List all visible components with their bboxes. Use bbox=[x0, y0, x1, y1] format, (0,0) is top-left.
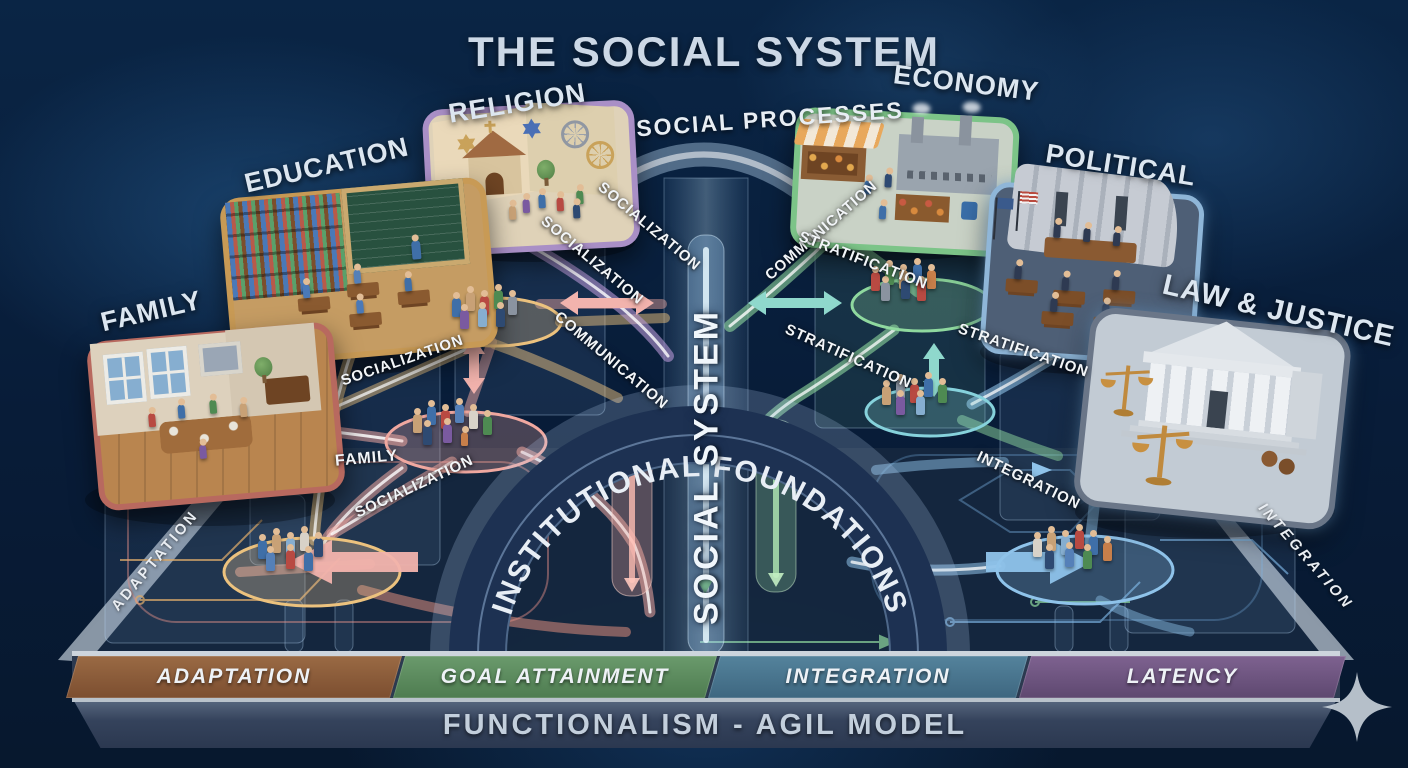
social-system-column-label: SOCIAL SYSTEM bbox=[687, 308, 726, 626]
agil-segment-integration: INTEGRATION bbox=[707, 656, 1029, 698]
base-front-face: FUNCTIONALISM - AGIL MODEL bbox=[74, 702, 1336, 748]
model-title: FUNCTIONALISM - AGIL MODEL bbox=[442, 709, 968, 741]
agil-strip: ADAPTATION GOAL ATTAINMENT INTEGRATION L… bbox=[65, 651, 1347, 702]
page-title: THE SOCIAL SYSTEM bbox=[468, 28, 940, 75]
agil-label-latency: LATENCY bbox=[1126, 665, 1239, 688]
agil-label-integration: INTEGRATION bbox=[785, 665, 951, 688]
agil-segment-adaptation: ADAPTATION bbox=[65, 656, 403, 698]
agil-label-adaptation: ADAPTATION bbox=[156, 665, 312, 688]
sparkle-icon bbox=[1322, 672, 1392, 742]
agil-segment-goal-attainment: GOAL ATTAINMENT bbox=[392, 656, 718, 698]
agil-label-goal-attainment: GOAL ATTAINMENT bbox=[440, 665, 670, 688]
agil-segment-latency: LATENCY bbox=[1018, 656, 1347, 698]
